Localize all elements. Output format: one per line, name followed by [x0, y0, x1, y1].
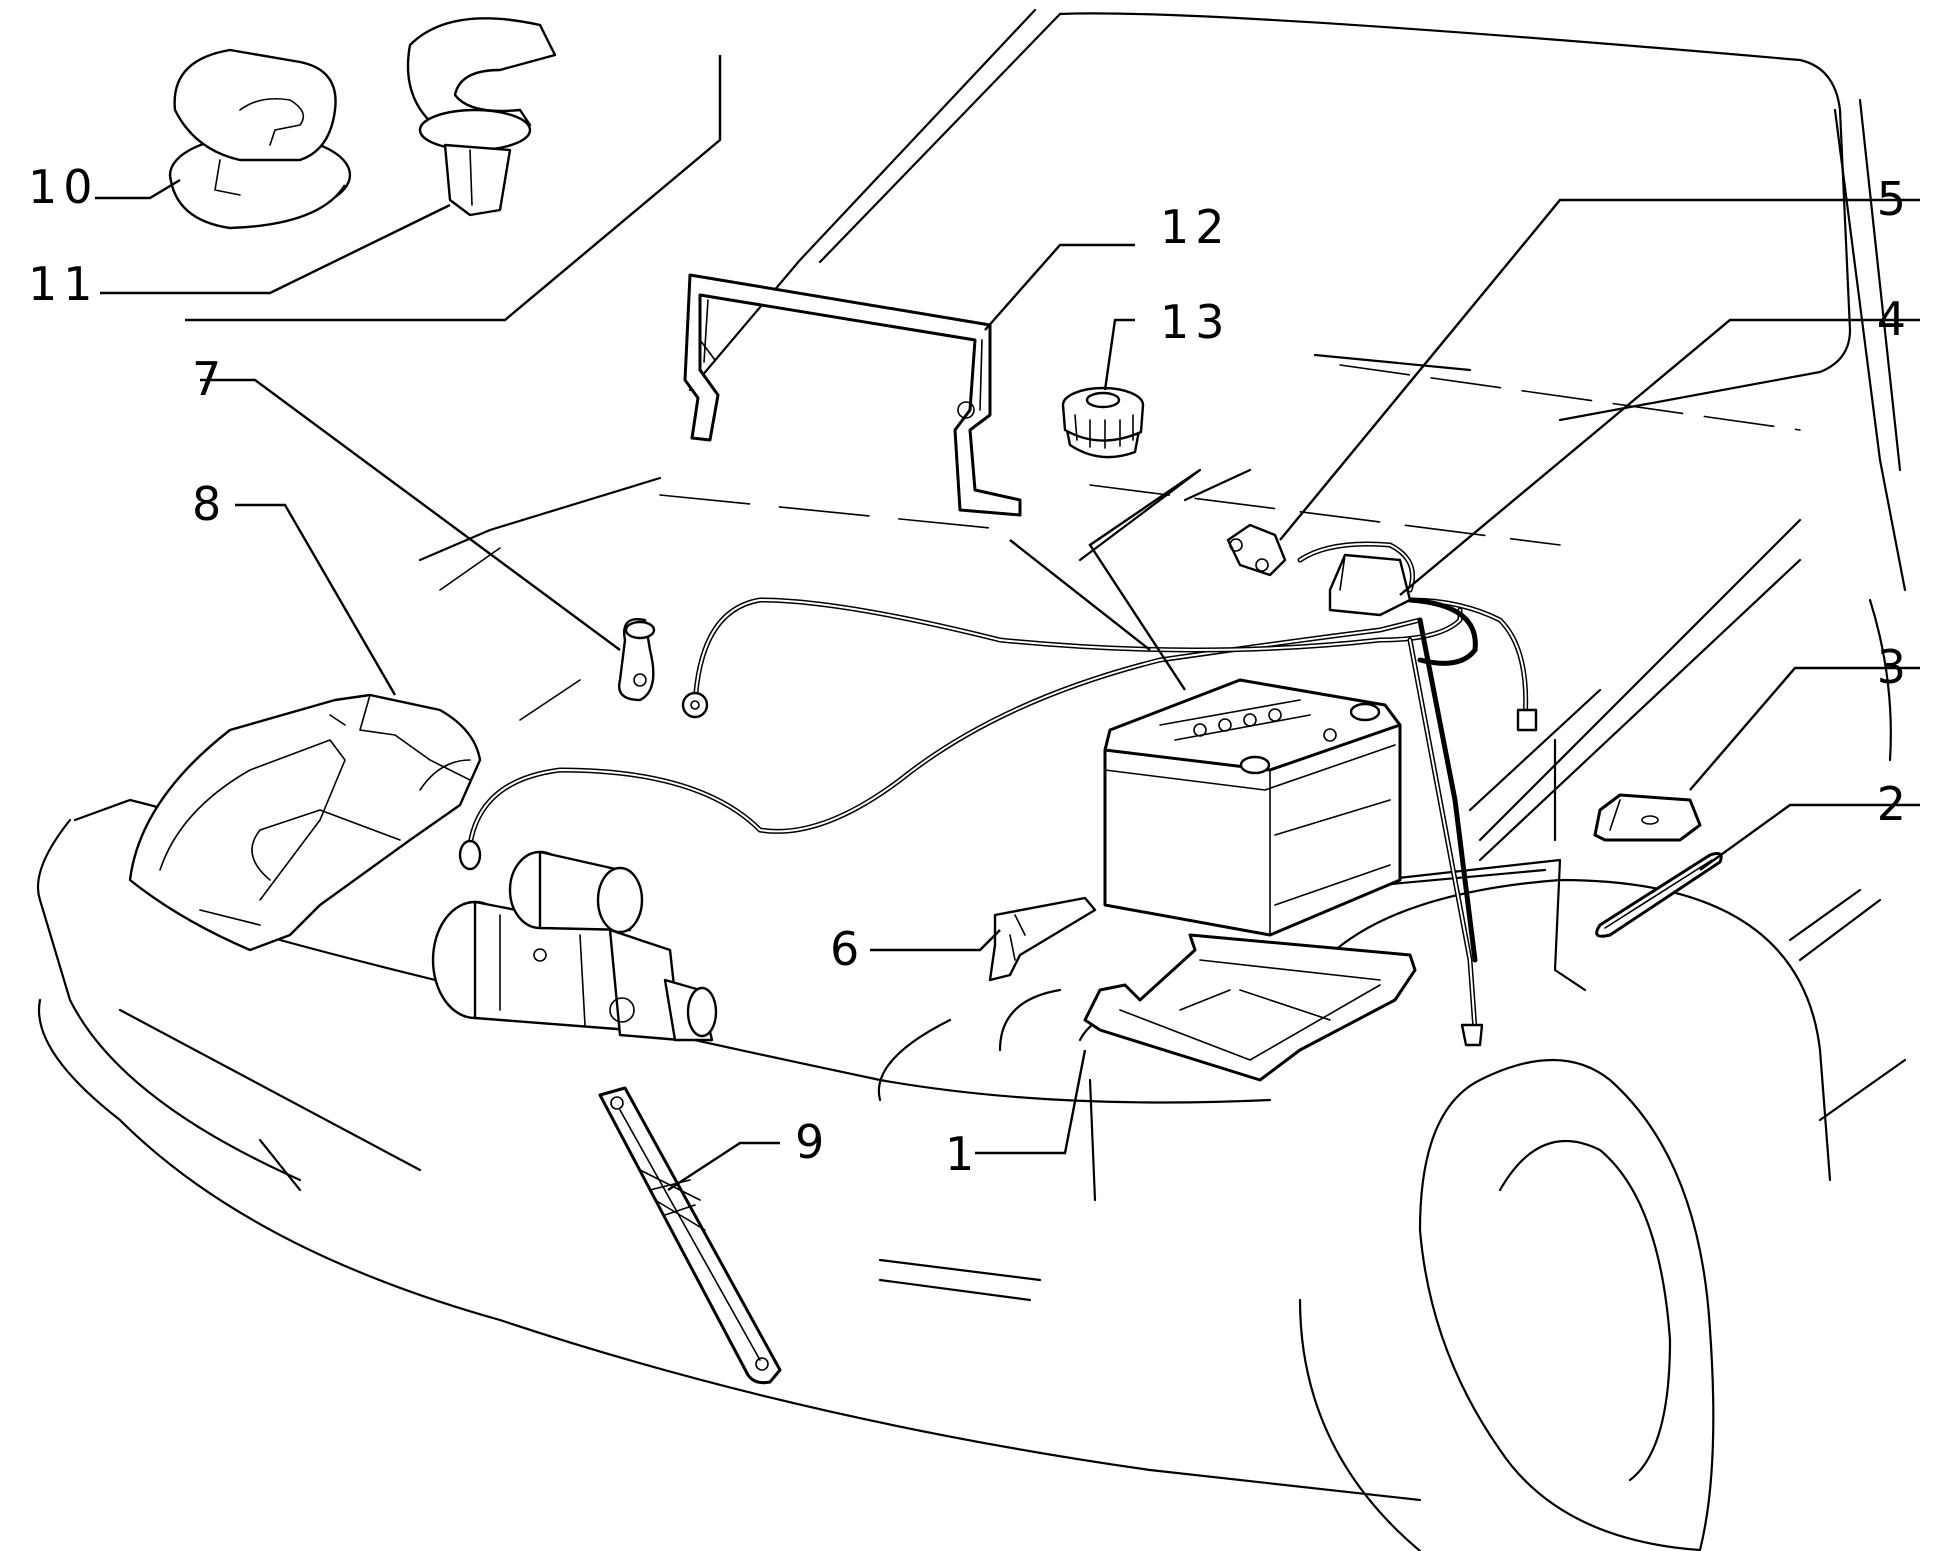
- cable-terminals: [458, 523, 1538, 1047]
- callout-1: 1: [945, 1127, 980, 1181]
- part-13-knurled-nut: [1061, 386, 1145, 459]
- starter-motor: [431, 850, 718, 1042]
- leader-4: [1399, 318, 1920, 596]
- leader-10: [95, 178, 181, 200]
- leader-misc-c: [1009, 539, 1151, 651]
- callout-5: 5: [1877, 172, 1912, 226]
- part-12-battery-clamp-bracket: [683, 273, 1022, 517]
- battery: [1103, 678, 1402, 937]
- leader-1: [975, 1049, 1087, 1155]
- callout-6: 6: [830, 922, 865, 976]
- leader-11: [100, 203, 451, 295]
- callout-9: 9: [795, 1115, 830, 1169]
- leader-3: [1689, 666, 1920, 791]
- callout-7: 7: [192, 352, 227, 406]
- leader-7: [200, 378, 621, 651]
- leader-lines: [95, 55, 1920, 1192]
- callout-labels: 1 2 3 4 5 6 7 8 9 10 11 12 13: [28, 160, 1912, 1181]
- callout-10: 10: [28, 160, 99, 214]
- leader-12: [984, 243, 1135, 331]
- leader-13: [1103, 318, 1135, 391]
- leader-6: [870, 929, 1001, 952]
- part-8-heat-shield: [128, 693, 482, 952]
- callout-2: 2: [1877, 777, 1912, 831]
- part-2-strap: [1595, 852, 1723, 938]
- callout-8: 8: [192, 477, 227, 531]
- part-10-clip: [168, 48, 352, 230]
- part-11-clip: [406, 17, 557, 217]
- leader-2: [1699, 803, 1920, 871]
- leader-8: [235, 503, 397, 696]
- part-3-clamp-plate: [1593, 793, 1702, 842]
- part-7-cable-boot: [618, 618, 656, 702]
- callout-12: 12: [1160, 200, 1231, 254]
- callout-4: 4: [1877, 292, 1912, 346]
- callout-13: 13: [1160, 295, 1231, 349]
- callout-11: 11: [28, 257, 99, 311]
- battery-cables: [467, 541, 1529, 1033]
- part-6-hold-down: [988, 896, 1097, 982]
- leader-misc-b: [1088, 469, 1201, 691]
- leader-5: [1279, 198, 1920, 541]
- callout-3: 3: [1877, 640, 1912, 694]
- leader-misc-a: [185, 55, 722, 322]
- part-1-battery-tray: [1083, 933, 1417, 1082]
- part-9-strip: [598, 1086, 782, 1385]
- leader-9: [667, 1141, 780, 1192]
